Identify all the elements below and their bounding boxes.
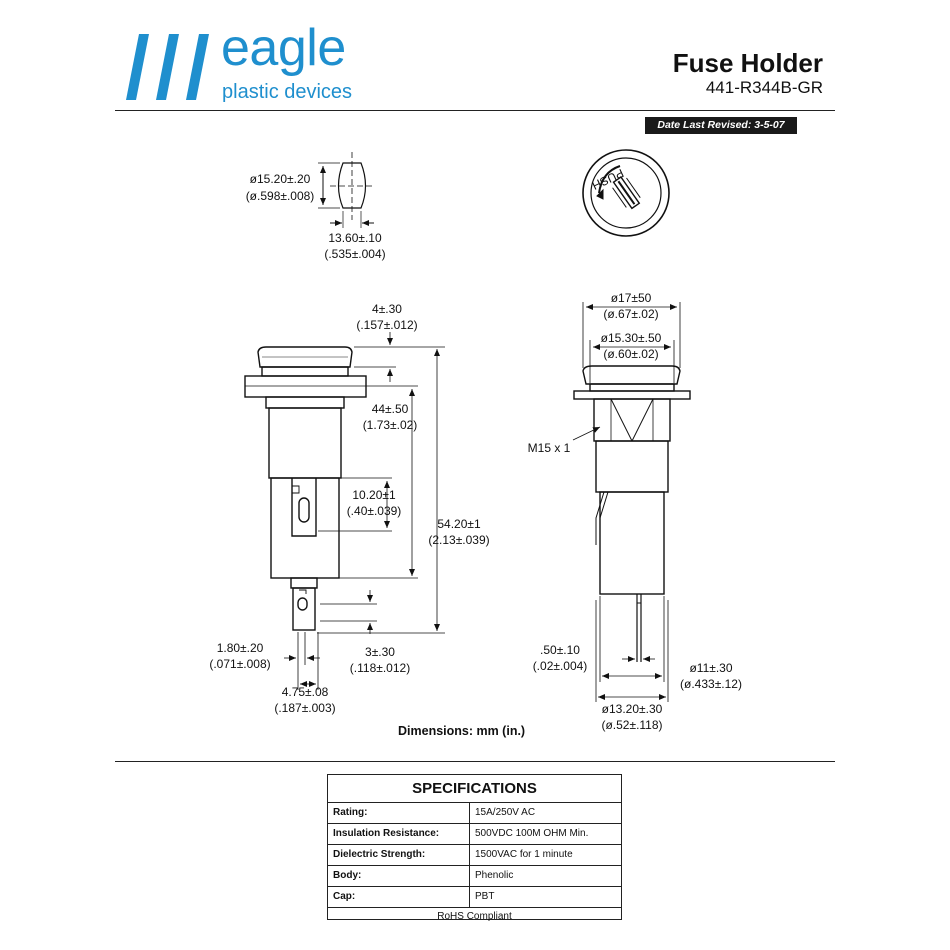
spec-label: Insulation Resistance: <box>328 824 470 844</box>
dim-cap-height: 4±.30 <box>372 302 402 316</box>
side-view-left <box>244 346 367 631</box>
dim-pin-height-in: (.118±.012) <box>350 661 410 675</box>
spec-label: Body: <box>328 866 470 886</box>
brand-wordmark: eagle <box>221 19 346 77</box>
front-view-right <box>573 365 691 662</box>
dim-body-diameter: ø11±.30 <box>689 661 732 675</box>
dim-pin-length: 4.75±.08 <box>282 685 329 699</box>
dim-base-diameter-in: (ø.52±.118) <box>601 718 662 732</box>
rohs-compliance-note: RoHS Compliant <box>437 911 512 922</box>
spec-row: Dielectric Strength: 1500VAC for 1 minut… <box>328 845 621 866</box>
dim-cap-height-in: (.157±.012) <box>356 318 417 332</box>
spec-value: Phenolic <box>475 870 514 881</box>
dim-overall-length: 54.20±1 <box>437 517 481 531</box>
revision-date-badge: Date Last Revised: 3-5-07 <box>645 117 797 134</box>
dim-terminal-in: (.02±.004) <box>533 659 588 673</box>
dim-cap-diameter: ø15.30±.50 <box>601 331 662 345</box>
header-divider <box>115 110 835 111</box>
dim-flat: 13.60±.10 <box>328 231 382 245</box>
spec-row: Body: Phenolic <box>328 866 621 887</box>
spec-label: Dielectric Strength: <box>328 845 470 865</box>
dim-tab-length: 10.20±1 <box>352 488 396 502</box>
section-divider <box>115 761 835 762</box>
spec-value: 15A/250V AC <box>475 807 536 818</box>
spec-value: PBT <box>475 891 495 902</box>
brand-tagline: plastic devices <box>222 81 353 103</box>
spec-row: Cap: PBT <box>328 887 621 908</box>
dim-top-diameter-in: (ø.598±.008) <box>246 189 315 203</box>
dim-body-length-in: (1.73±.02) <box>363 418 418 432</box>
dimensions-caption: Dimensions: mm (in.) <box>398 724 526 738</box>
dim-flat-in: (.535±.004) <box>324 247 385 261</box>
spec-value: 1500VAC for 1 minute <box>475 849 573 860</box>
part-number: 441-R344B-GR <box>705 78 823 97</box>
spec-label: Cap: <box>328 887 470 907</box>
dim-cap-diameter-in: (ø.60±.02) <box>603 347 658 361</box>
dim-body-diameter-in: (ø.433±.12) <box>680 677 742 691</box>
spec-value: 500VDC 100M OHM Min. <box>475 828 589 839</box>
dim-pin-height: 3±.30 <box>365 645 395 659</box>
specifications-table: SPECIFICATIONS Rating: 15A/250V AC Insul… <box>327 774 622 922</box>
panel-cutout-view <box>318 152 374 228</box>
dim-tab-length-in: (.40±.039) <box>347 504 402 518</box>
eagle-logo-mark <box>126 34 209 100</box>
dim-flange-diameter: ø17±50 <box>611 291 652 305</box>
dim-top-diameter: ø15.20±.20 <box>250 172 311 186</box>
page-title: Fuse Holder <box>672 48 823 78</box>
dim-overall-length-in: (2.13±.039) <box>428 533 489 547</box>
spec-row: Rating: 15A/250V AC <box>328 803 621 824</box>
spec-label: Rating: <box>328 803 470 823</box>
thread-spec: M15 x 1 <box>528 441 571 455</box>
dim-flange-diameter-in: (ø.67±.02) <box>603 307 658 321</box>
cap-end-view <box>582 149 670 237</box>
dim-pin-width-in: (.071±.008) <box>209 657 270 671</box>
dim-pin-width: 1.80±.20 <box>217 641 264 655</box>
dim-base-diameter: ø13.20±.30 <box>602 702 663 716</box>
dim-pin-length-in: (.187±.003) <box>274 701 335 715</box>
front-view-right-dims <box>572 302 681 702</box>
specifications-title: SPECIFICATIONS <box>328 775 621 803</box>
spec-row: Insulation Resistance: 500VDC 100M OHM M… <box>328 824 621 845</box>
dim-body-length: 44±.50 <box>372 402 409 416</box>
dim-terminal: .50±.10 <box>540 643 580 657</box>
side-view-left-dims <box>284 332 445 690</box>
